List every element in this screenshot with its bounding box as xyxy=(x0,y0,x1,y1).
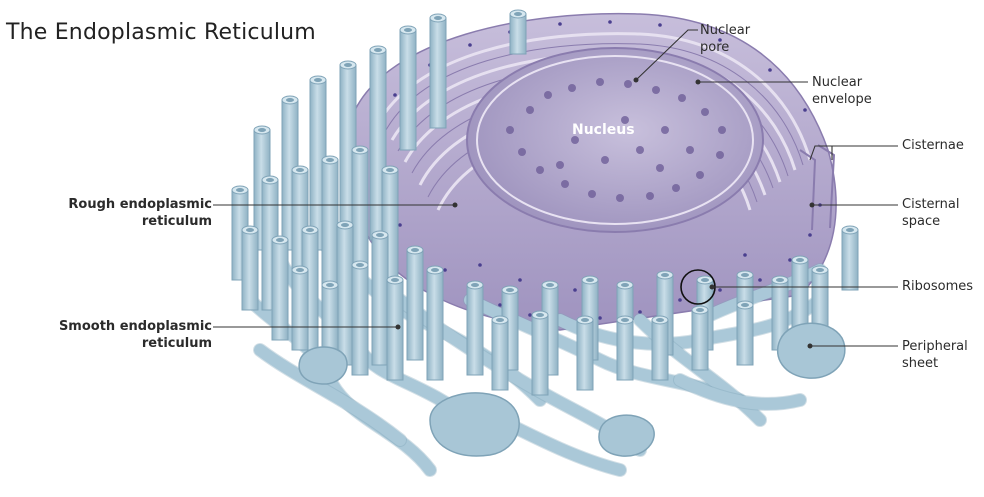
label-line: Nuclear xyxy=(700,23,751,38)
label-line: sheet xyxy=(902,356,939,371)
smooth-er-network xyxy=(231,9,859,477)
label-line: reticulum xyxy=(141,336,212,351)
label-line: envelope xyxy=(812,92,872,107)
label-nucleus: Nucleus xyxy=(572,122,635,138)
label-line: Peripheral xyxy=(902,339,968,354)
nuclear-pores xyxy=(506,78,726,202)
er-tubule xyxy=(241,225,259,311)
er-tubule xyxy=(651,315,669,381)
leader-nuclear-pore xyxy=(635,29,698,81)
label-rough-er: Rough endoplasmic reticulum xyxy=(40,196,212,230)
peripheral-sheet xyxy=(298,322,846,457)
er-tubule xyxy=(406,245,424,361)
er-tubule xyxy=(509,9,527,55)
er-tubule xyxy=(386,275,404,381)
er-tubule xyxy=(531,310,549,396)
er-tubule xyxy=(466,280,484,376)
er-tubule xyxy=(291,265,309,351)
leader-endpoints xyxy=(395,77,815,349)
label-line: reticulum xyxy=(141,214,212,229)
er-tubule xyxy=(691,305,709,371)
er-tubule xyxy=(841,225,859,291)
label-line: Smooth endoplasmic xyxy=(58,319,212,334)
er-tubule xyxy=(426,265,444,381)
label-nuclear-envelope: Nuclear envelope xyxy=(812,74,872,108)
er-tubule xyxy=(336,220,354,366)
er-tubule xyxy=(371,230,389,366)
nucleus xyxy=(466,47,764,233)
label-line: space xyxy=(902,214,941,229)
label-peripheral-sheet: Peripheral sheet xyxy=(902,338,968,372)
er-tubule xyxy=(736,300,754,366)
label-line: Cisternal xyxy=(902,197,960,212)
label-cisternae: Cisternae xyxy=(902,138,964,153)
label-line: Nuclear xyxy=(812,75,863,90)
er-tubule xyxy=(429,13,447,129)
er-tubule xyxy=(616,315,634,381)
er-tubule-connection xyxy=(674,374,806,410)
label-ribosomes: Ribosomes xyxy=(902,279,974,294)
leader-cisternae xyxy=(809,145,898,161)
er-tubule xyxy=(771,275,789,351)
leader-lines xyxy=(213,29,898,347)
label-nuclear-pore: Nuclear pore xyxy=(700,22,750,56)
er-tubule xyxy=(271,235,289,341)
label-line: Rough endoplasmic xyxy=(68,197,212,212)
label-cisternal-space: Cisternal space xyxy=(902,196,960,230)
label-smooth-er: Smooth endoplasmic reticulum xyxy=(30,318,212,352)
label-line: pore xyxy=(700,40,730,55)
er-tubule xyxy=(491,315,509,391)
diagram-title: The Endoplasmic Reticulum xyxy=(6,20,316,45)
er-tubule xyxy=(576,315,594,391)
er-tubule xyxy=(399,25,417,151)
er-tubule xyxy=(351,260,369,376)
er-tubule-connection xyxy=(254,344,406,446)
